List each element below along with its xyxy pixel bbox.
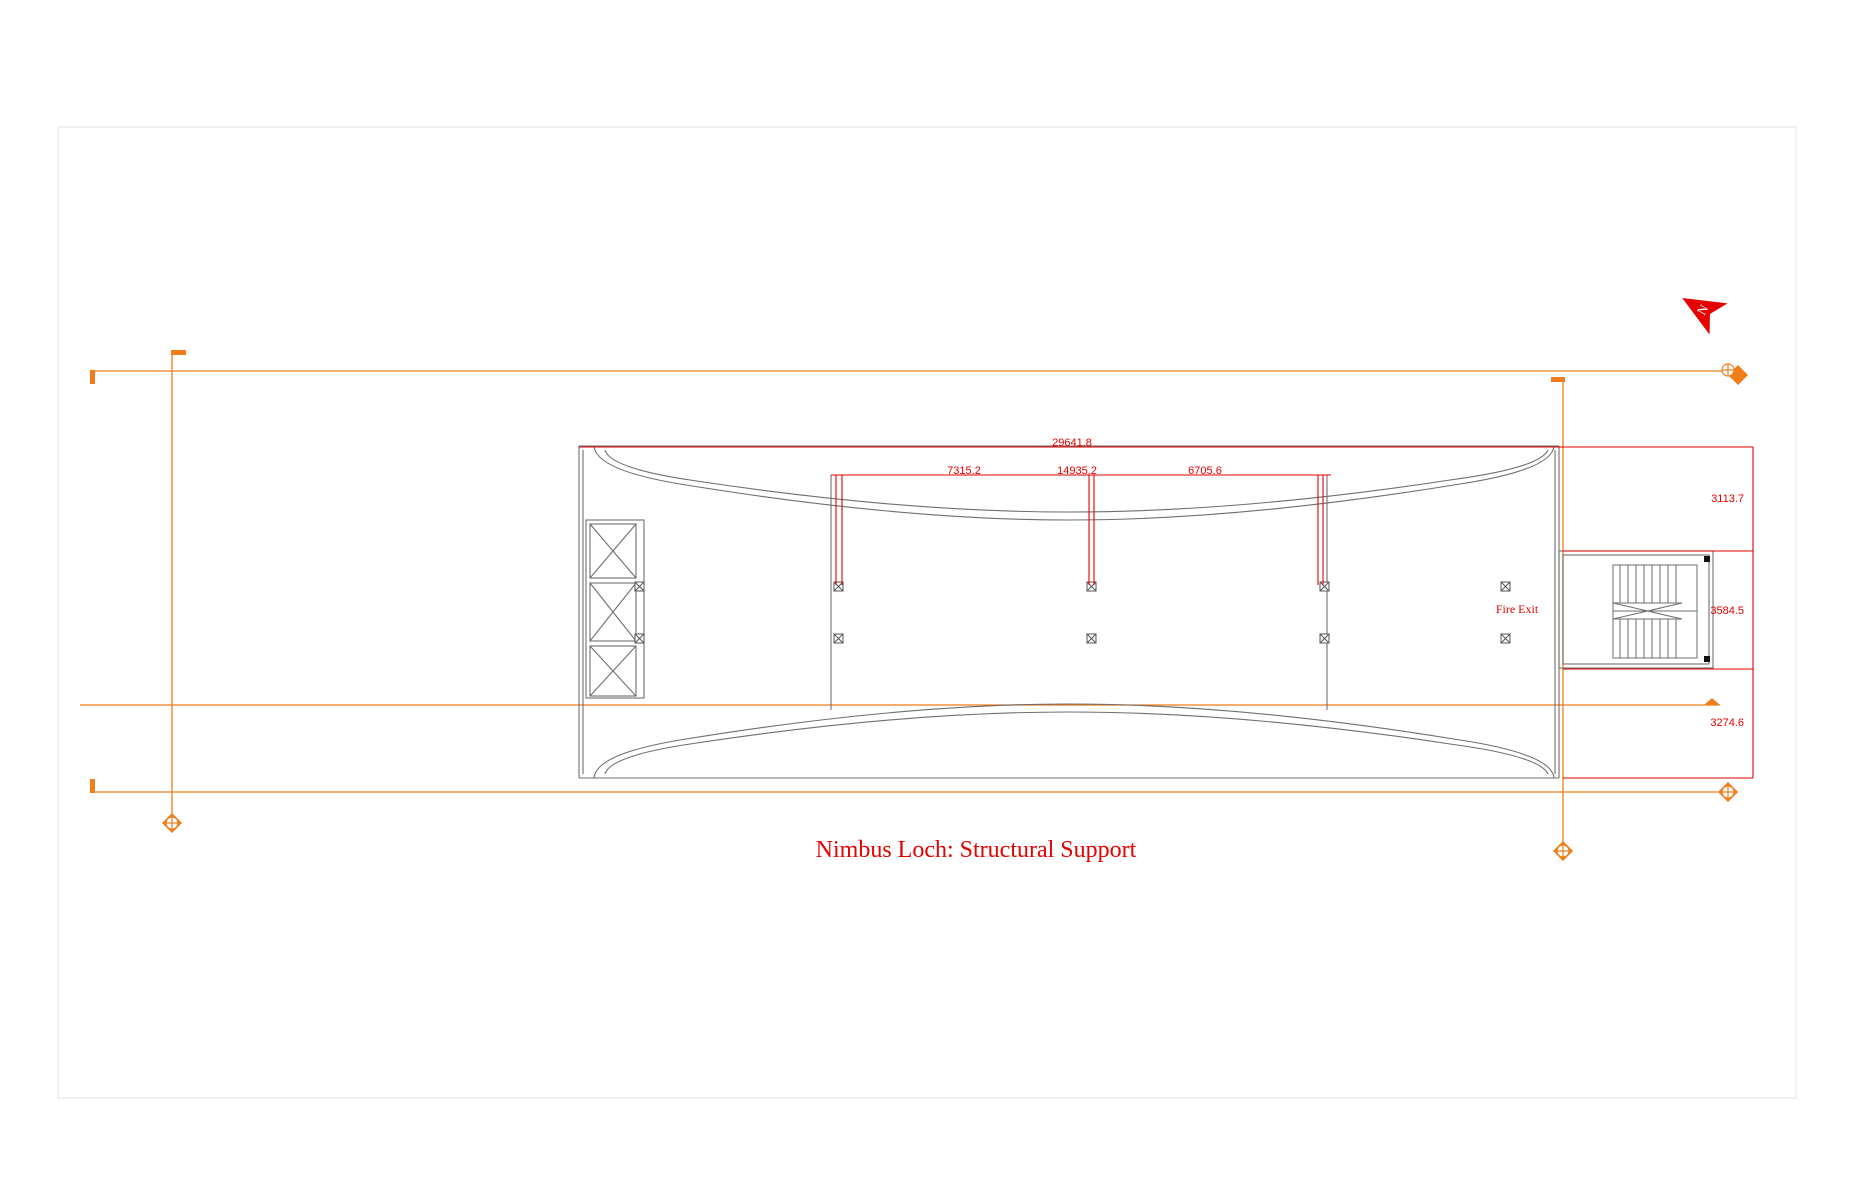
column-marker-icon — [634, 633, 645, 644]
dimension-bay-center: 14935.2 — [1057, 465, 1097, 477]
grid-tick-left-top — [171, 350, 186, 355]
bottom-curved-form — [593, 703, 1555, 779]
grid-tick-middle-right — [1704, 698, 1720, 705]
column-marker-icon — [1319, 633, 1330, 644]
dimension-overall-width: 29641.8 — [1052, 437, 1092, 449]
elevator-icon — [589, 582, 637, 642]
elevator-icon — [589, 523, 637, 579]
dimension-bay-right: 6705.6 — [1188, 465, 1222, 477]
column-marker-icon — [1500, 633, 1511, 644]
grid-end-ticks — [90, 350, 1720, 793]
column-marker-icon — [1086, 633, 1097, 644]
columns — [634, 581, 1511, 644]
top-curved-form — [593, 445, 1555, 521]
north-arrow-icon: N — [1682, 298, 1728, 335]
grid-bubble-icon — [1718, 782, 1738, 802]
dimension-depth-bottom: 3274.6 — [1710, 717, 1744, 729]
sheet-border — [57, 126, 1797, 1099]
column-marker-icon — [1086, 581, 1097, 592]
grid-bubble-icon — [162, 813, 182, 833]
dimension-depth-top: 3113.7 — [1711, 493, 1744, 505]
grid-tick-bottom-left — [90, 779, 95, 793]
grid-bubble-icon — [1721, 363, 1748, 385]
dimension-depth-middle: 3584.5 — [1710, 605, 1744, 617]
column-marker-icon — [833, 633, 844, 644]
elevator-icon — [589, 645, 637, 697]
grid-bubbles — [162, 363, 1748, 861]
fire-exit-label: Fire Exit — [1496, 602, 1539, 616]
elevator-bank — [585, 519, 645, 699]
dimension-bay-left: 7315.2 — [947, 465, 981, 477]
column-marker-icon — [1319, 581, 1330, 592]
grid-bubble-icon — [1553, 841, 1573, 861]
grid-lines — [80, 352, 1738, 842]
column-marker-icon — [1500, 581, 1511, 592]
grid-tick-right-top — [1551, 377, 1565, 382]
building-walls — [578, 445, 1714, 779]
dimension-lines — [579, 446, 1754, 779]
drawing-title: Nimbus Loch: Structural Support — [816, 837, 1137, 863]
stair-icon — [1612, 556, 1710, 662]
column-marker-icon — [634, 581, 645, 592]
grid-tick-top-left — [90, 370, 95, 384]
